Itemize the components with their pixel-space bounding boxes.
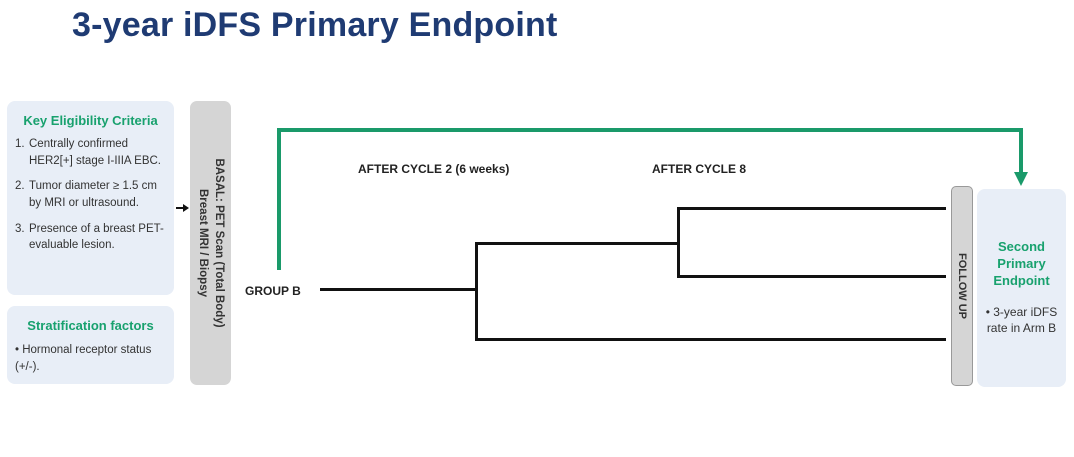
list-item-number: 2. xyxy=(15,180,25,193)
eligibility-panel: Key Eligibility Criteria 1. Centrally co… xyxy=(7,101,174,295)
list-item: 2. Tumor diameter ≥ 1.5 cm by MRI or ult… xyxy=(15,178,166,211)
after-cycle-8-label: AFTER CYCLE 8 xyxy=(652,162,747,176)
green-arrow-vertical-right xyxy=(1019,128,1023,174)
follow-up-bar xyxy=(951,186,973,386)
list-item-text: Tumor diameter ≥ 1.5 cm by MRI or ultras… xyxy=(29,180,157,210)
arrow-right-icon xyxy=(183,204,189,212)
group-label: GROUP B xyxy=(245,284,301,298)
cycle2-lower-branch xyxy=(475,338,946,341)
follow-up-label: FOLLOW UP xyxy=(956,253,968,319)
basal-label-line1: BASAL: PET Scan (Total Body) xyxy=(213,158,225,328)
list-item-text: Presence of a breast PET-evaluable lesio… xyxy=(29,222,164,252)
cycle8-split-vertical xyxy=(677,207,680,278)
list-item: 3. Presence of a breast PET-evaluable le… xyxy=(15,221,166,254)
basal-label: BASAL: PET Scan (Total Body) Breast MRI … xyxy=(194,115,226,371)
list-item-number: 1. xyxy=(15,138,25,150)
cycle8-upper-branch xyxy=(677,207,946,210)
list-item-number: 3. xyxy=(15,222,25,235)
cycle2-upper-branch xyxy=(475,242,680,245)
endpoint-panel: Second Primary Endpoint • 3-year iDFS ra… xyxy=(977,189,1066,387)
after-cycle-2-label: AFTER CYCLE 2 (6 weeks) xyxy=(358,162,510,176)
endpoint-heading: Second Primary Endpoint xyxy=(993,239,1050,288)
list-item-text: Centrally confirmed HER2[+] stage I-IIIA… xyxy=(29,138,161,167)
green-arrow-vertical-left xyxy=(277,128,281,270)
cycle2-split-vertical xyxy=(475,242,478,341)
stratification-heading: Stratification factors xyxy=(27,318,154,333)
list-item: 1. Centrally confirmed HER2[+] stage I-I… xyxy=(15,136,166,169)
green-arrow-horizontal xyxy=(277,128,1023,132)
page-title: 3-year iDFS Primary Endpoint xyxy=(72,6,558,44)
endpoint-text: • 3-year iDFS rate in Arm B xyxy=(985,304,1058,336)
basal-label-line2: Breast MRI / Biopsy xyxy=(197,189,210,297)
green-arrow-head-icon xyxy=(1014,172,1028,186)
eligibility-heading: Key Eligibility Criteria xyxy=(23,113,158,128)
arrow-shaft xyxy=(176,207,184,209)
stratification-item: • Hormonal receptor status (+/-). xyxy=(15,344,152,373)
basal-bar xyxy=(190,101,231,385)
group-stem xyxy=(320,288,478,291)
cycle8-lower-branch xyxy=(677,275,946,278)
stratification-panel: Stratification factors • Hormonal recept… xyxy=(7,306,174,384)
eligibility-list: 1. Centrally confirmed HER2[+] stage I-I… xyxy=(15,136,166,254)
